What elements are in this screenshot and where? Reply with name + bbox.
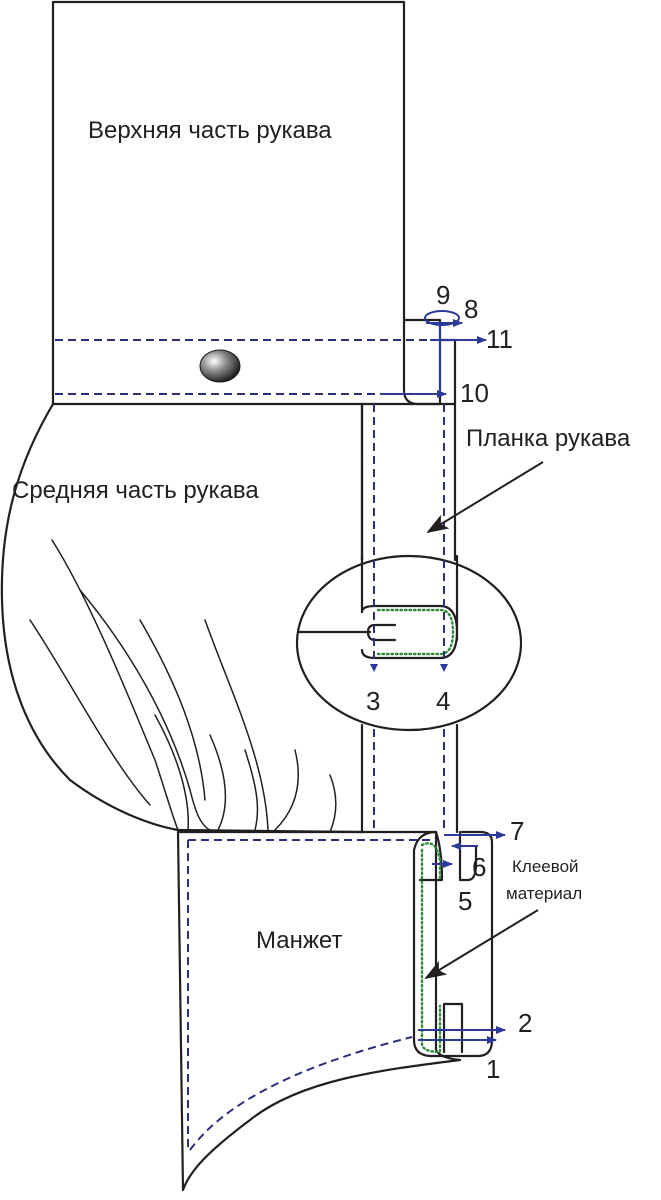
number-11: 11	[486, 324, 513, 354]
gather-line	[139, 619, 206, 801]
magnifier-ellipse	[295, 554, 523, 732]
gather-line	[51, 539, 179, 831]
number-8: 8	[464, 294, 478, 324]
buttonhole-loop	[424, 310, 460, 326]
upper-sleeve-part: Верхняя часть рукава	[51, 0, 460, 406]
gather-line	[274, 749, 299, 831]
cuff-label: Манжет	[256, 927, 342, 954]
top-stitch-arrows: 9 8 11 10	[380, 280, 513, 408]
gather-line	[29, 619, 151, 806]
detail-magnifier: 3 4	[295, 554, 523, 732]
detail-fold	[360, 604, 459, 660]
gather-line	[204, 619, 269, 831]
interfacing-label-line2: материал	[506, 884, 582, 903]
number-3: 3	[366, 686, 380, 716]
gather-line	[329, 774, 337, 833]
number-4: 4	[436, 686, 450, 716]
gather-line	[209, 734, 227, 831]
gather-line	[79, 589, 211, 831]
cuff-outline	[176, 830, 462, 1192]
button	[199, 349, 241, 383]
number-5: 5	[458, 886, 472, 916]
number-6: 6	[472, 852, 486, 882]
placket-pointer-arrow	[426, 461, 544, 534]
upper-placket-fold	[402, 318, 442, 406]
interfacing-label-line1: Клеевой	[512, 857, 579, 876]
cuff-stitch-outline	[187, 839, 436, 1151]
upper-sleeve-label: Верхняя часть рукава	[88, 117, 332, 144]
gather-line	[154, 714, 189, 831]
interfacing-dots	[420, 842, 442, 1054]
number-7: 7	[510, 816, 524, 846]
cuff-fold-top-inner	[418, 830, 444, 882]
middle-sleeve-outline	[0, 402, 180, 832]
number-10: 10	[460, 378, 489, 408]
cuff: Манжет 7 6 5 2 1 Клеевой материал	[176, 816, 582, 1192]
arrow-3	[370, 664, 378, 672]
arrow-4	[440, 664, 448, 672]
cuff-fold-tuck-bottom	[442, 1002, 464, 1054]
gather-line	[244, 749, 259, 831]
cuff-fold-tuck-top	[458, 830, 478, 882]
cuff-fold-outer	[412, 830, 494, 1058]
middle-sleeve-label: Средняя часть рукава	[12, 477, 259, 504]
placket-label: Планка рукава	[466, 425, 631, 452]
number-9: 9	[436, 280, 450, 310]
interfacing-pointer-arrow	[424, 909, 539, 980]
number-1: 1	[486, 1054, 500, 1084]
upper-sleeve-outline	[51, 0, 457, 406]
number-2: 2	[518, 1008, 532, 1038]
